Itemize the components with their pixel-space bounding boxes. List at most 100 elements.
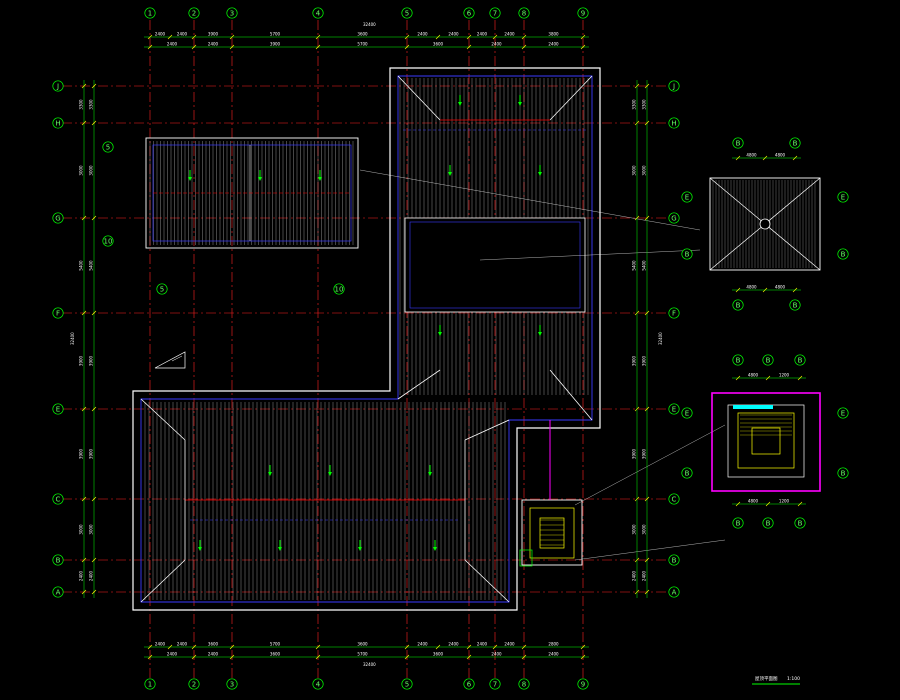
right-dimension-chain-tick-1 — [634, 120, 640, 126]
axis-bubble-left-8-label: A — [56, 588, 61, 596]
axis-bubble-bottom-9: 9 — [577, 678, 589, 690]
bottom-dimension-chain-2-tick-5 — [466, 654, 472, 660]
top-dimension-chain-tick-9 — [521, 34, 527, 40]
hip-line-3 — [140, 559, 186, 603]
detail-stair-plan — [711, 392, 821, 492]
detail-bottom-side-axis-2-label: B — [685, 469, 690, 477]
axis-bubble-right-3-circle — [668, 212, 680, 224]
bottom-dimension-chain-2-tick-0 — [147, 654, 153, 660]
slope-arrow-11 — [438, 325, 442, 336]
detail-top-dims-tick-1 — [762, 155, 768, 161]
axis-bubble-bottom-8: 8 — [518, 678, 530, 690]
top-dimension-chain-tick-2 — [191, 34, 197, 40]
bottom-dimension-chain-tick-7 — [466, 644, 472, 650]
axis-bubble-top-5: 5 — [401, 7, 413, 19]
detail-top-dims-bottom-label-1: 4800 — [775, 285, 786, 290]
top-dimension-chain-2-tick-6 — [521, 44, 527, 50]
right-dimension-chain-2-label-4: 3900 — [642, 448, 647, 459]
left-dimension-chain-2-tick-6 — [91, 557, 97, 563]
axis-bubble-bottom-7: 7 — [489, 678, 501, 690]
axis-bubble-right-2-label: H — [671, 119, 676, 127]
detail-top-side-axis-0-circle — [681, 191, 693, 203]
leader-line-0 — [574, 424, 726, 506]
courtyard-eave — [409, 221, 581, 309]
bottom-dimension-chain-2-tick-7 — [580, 654, 586, 660]
axis-bubble-bottom-1-circle — [144, 678, 156, 690]
bottom-dimension-chain-2-label-4: 3600 — [433, 652, 444, 657]
bottom-dimension-chain-tick-10 — [580, 644, 586, 650]
detail-bottom-axis-5-circle — [794, 517, 806, 529]
sub-axis-bubble-2: 10 — [102, 235, 114, 247]
right-dimension-chain-2-label-3: 3900 — [642, 355, 647, 366]
left-dimension-chain-2-tick-5 — [91, 496, 97, 502]
top-dimension-chain-label-7: 2400 — [477, 32, 488, 37]
top-dimension-chain-2-tick-2 — [229, 44, 235, 50]
axis-bubble-top-6-circle — [463, 7, 475, 19]
right-dimension-chain-tick-2 — [634, 215, 640, 221]
bottom-dimension-chain-tick-0 — [147, 644, 153, 650]
right-dimension-chain-tick-7 — [634, 589, 640, 595]
axis-bubble-bottom-6-label: 6 — [467, 680, 472, 688]
right-dimension-chain-2-tick-7 — [644, 589, 650, 595]
axis-bubble-top-8-label: 8 — [522, 9, 526, 17]
detail-bottom-axis-1: B — [762, 354, 774, 366]
leader-line-1 — [574, 539, 726, 561]
axis-bubble-bottom-9-label: 9 — [581, 680, 585, 688]
axis-bubble-top-3: 3 — [226, 7, 238, 19]
detail-bottom-side-axis-3-circle — [837, 467, 849, 479]
right-dimension-chain-2-label-0: 3300 — [642, 99, 647, 110]
stair-tower-outline — [521, 499, 583, 566]
right-dimension-chain-2-tick-4 — [644, 406, 650, 412]
axis-bubble-top-9-label: 9 — [581, 9, 585, 17]
axis-bubble-bottom-2-label: 2 — [192, 680, 196, 688]
left-dimension-chain-2-tick-4 — [91, 406, 97, 412]
detail-bottom-side-axis-1-label: E — [841, 409, 845, 417]
axis-bubble-top-2-label: 2 — [192, 9, 196, 17]
bottom-dimension-chain-2-label-6: 2400 — [548, 652, 559, 657]
right-dimension-chain-label-6: 2400 — [632, 570, 637, 581]
slope-arrow-head — [328, 472, 332, 476]
axis-bubble-right-5: E — [668, 403, 680, 415]
axis-bubble-left-2: H — [52, 117, 64, 129]
right-dimension-chain-label-0: 3300 — [632, 99, 637, 110]
pavilion-finial — [759, 218, 771, 230]
left-dimension-chain-label-3: 3900 — [79, 355, 84, 366]
detail-top-dims-tick-2 — [792, 155, 798, 161]
right-dimension-chain-label-2: 5400 — [632, 260, 637, 271]
detail-top-side-axis-2-circle — [681, 248, 693, 260]
detail-bottom-dims-tick-0 — [735, 375, 741, 381]
hip-line-6 — [397, 369, 441, 400]
top-overall-dim: 32400 — [363, 22, 376, 27]
sub-axis-bubble-2-circle — [102, 235, 114, 247]
axis-bubble-left-4-circle — [52, 307, 64, 319]
stair-detail-inner — [737, 412, 795, 469]
detail-top-side-axis-1-label: E — [841, 193, 845, 201]
sub-axis-bubble-3: 5 — [156, 283, 168, 295]
left-dimension-chain-tick-5 — [81, 496, 87, 502]
right-dimension-chain-label-5: 3000 — [632, 524, 637, 535]
right-dimension-chain-tick-0 — [634, 83, 640, 89]
stair-detail-window — [733, 405, 773, 409]
detail-bottom-side-axis-3: B — [837, 467, 849, 479]
axis-bubble-bottom-6: 6 — [463, 678, 475, 690]
axis-bubble-top-1-circle — [144, 7, 156, 19]
slope-arrow-head — [438, 332, 442, 336]
top-dimension-chain-2-label-6: 2400 — [548, 42, 559, 47]
axis-bubble-left-5-label: E — [56, 405, 60, 413]
detail-bottom-axis-0-circle — [732, 354, 744, 366]
bottom-dimension-chain-label-7: 2400 — [477, 642, 488, 647]
top-dimension-chain-2-label-0: 2400 — [167, 42, 178, 47]
top-dimension-chain-label-3: 5700 — [270, 32, 281, 37]
sub-axis-bubble-4-circle — [333, 283, 345, 295]
left-dimension-chain-2-label-1: 3000 — [89, 165, 94, 176]
bottom-dimension-chain-2-label-0: 2400 — [167, 652, 178, 657]
sub-axis-bubble-1-label: 5 — [106, 143, 110, 151]
detail-top-dims-bottom-tick-2 — [792, 287, 798, 293]
axis-bubble-bottom-5-label: 5 — [405, 680, 409, 688]
stair-tower-door — [519, 549, 533, 567]
axis-bubble-bottom-1: 1 — [144, 678, 156, 690]
bottom-dimension-chain-2-label-3: 5700 — [357, 652, 368, 657]
bottom-dimension-chain-label-9: 2800 — [548, 642, 559, 647]
